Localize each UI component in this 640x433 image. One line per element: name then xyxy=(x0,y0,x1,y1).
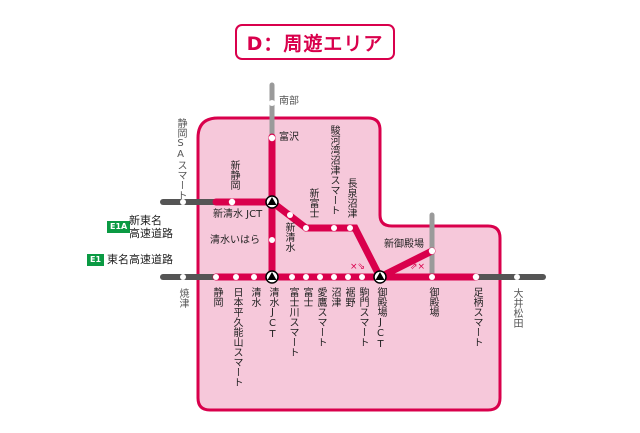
station-shin-fuji: 新富士 xyxy=(307,188,318,218)
station-tomei: 清水 xyxy=(249,287,260,307)
station-tomei: 富士 xyxy=(301,287,312,307)
station-nagaizumi-numazu: 長泉沼津 xyxy=(345,178,356,218)
station-tomei: 静岡 xyxy=(211,287,222,307)
station-tomei: 駒門スマート xyxy=(357,287,368,347)
station-tomei: 御殿場 xyxy=(427,287,438,317)
station-suruga-numazu-smart: 駿河湾沼津スマート xyxy=(328,125,339,215)
e1a-badge: E1A xyxy=(107,221,131,233)
station-tomei: 日本平久能山スマート xyxy=(231,287,242,387)
station-shin-shimizu-jct: 新清水 JCT xyxy=(213,209,263,220)
station-shin-shizuoka: 新静岡 xyxy=(228,160,239,190)
tour-area xyxy=(196,116,502,412)
station-shizuoka-sa-smart: 静岡SAスマート xyxy=(175,118,186,200)
restriction-arrow-left-icon: ×⇘ xyxy=(350,262,366,272)
station-shin-shimizu: 新清水 xyxy=(283,222,294,252)
station-oimatsuda: 大井松田 xyxy=(511,288,522,328)
area-title: D：周遊エリア xyxy=(235,24,395,60)
station-tomei: 裾野 xyxy=(343,287,354,307)
restriction-arrow-right-icon: ⇗× xyxy=(410,262,426,272)
station-shin-gotemba: 新御殿場 xyxy=(384,239,424,250)
jct-icon xyxy=(265,195,387,284)
station-nanbu: 南部 xyxy=(279,96,299,107)
shin-tomei-label: 新東名高速道路 xyxy=(129,214,173,240)
station-tomei: 御殿場JCT xyxy=(375,287,386,350)
station-tomei: 富士川スマート xyxy=(287,287,298,357)
station-tomei: 沼津 xyxy=(329,287,340,307)
station-yaizu: 焼津 xyxy=(177,288,188,308)
station-tomei: 愛鷹スマート xyxy=(315,287,326,347)
station-shimizu-ihara: 清水いはら xyxy=(210,235,260,246)
station-tomei: 足柄スマート xyxy=(471,287,482,347)
station-tomei: 清水JCT xyxy=(267,287,278,340)
station-fujisawa: 富沢 xyxy=(279,132,299,143)
e1-badge: E1 xyxy=(87,254,105,266)
tomei-label: 東名高速道路 xyxy=(107,253,173,266)
